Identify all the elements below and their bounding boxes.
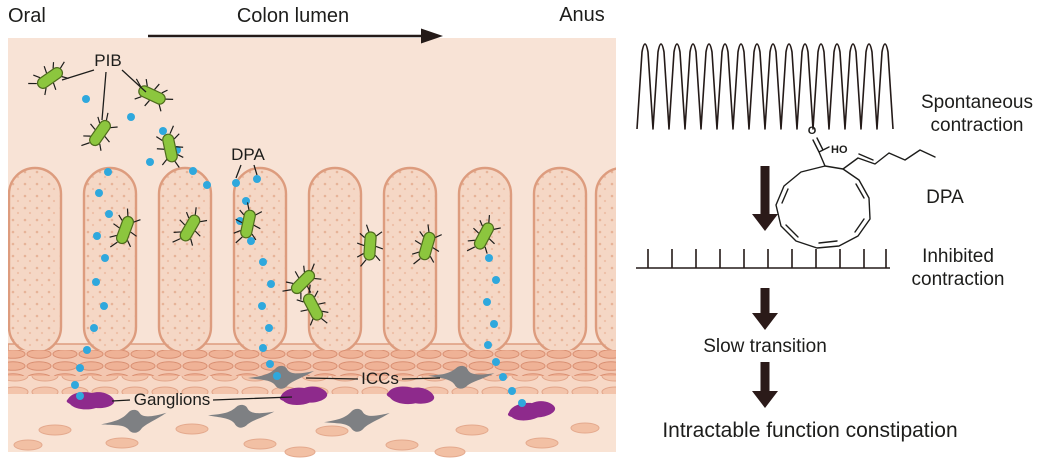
iccs-pointer-lines <box>305 377 441 380</box>
chem-oxygen-label: O <box>808 125 817 137</box>
flow-direction-arrow <box>148 28 443 44</box>
spontaneous-label-line1: Spontaneous <box>921 92 1033 113</box>
villus <box>532 166 588 355</box>
villus <box>457 166 513 355</box>
spontaneous-contraction-trace <box>636 43 894 130</box>
dpa-molecule-structure: O HO <box>775 125 936 249</box>
oral-label: Oral <box>8 5 46 27</box>
anus-label: Anus <box>559 4 605 26</box>
dpa-pointer-lines <box>235 164 258 179</box>
slow-transition-label: Slow transition <box>703 336 827 357</box>
villus <box>157 166 213 355</box>
inhibited-contraction-trace <box>636 249 890 269</box>
inhibited-label-line1: Inhibited <box>922 246 994 267</box>
down-arrow-2 <box>752 288 778 330</box>
contraction-flow-panel: Spontaneous contraction O HO DPA Inhibit… <box>636 43 1033 442</box>
ganglions-pointer-lines <box>111 396 293 402</box>
chem-hydroxyl-label: HO <box>831 144 848 156</box>
spontaneous-label-line2: contraction <box>931 115 1024 136</box>
pib-pointer-lines <box>61 69 147 121</box>
colon-tissue-panel: PIB DPA ICCs Ganglions <box>8 38 616 458</box>
villus <box>307 166 363 355</box>
colon-lumen-label: Colon lumen <box>237 5 349 27</box>
down-arrow-1 <box>752 166 778 231</box>
ganglion-cell <box>66 392 115 410</box>
dpa-flow-label: DPA <box>926 187 964 208</box>
outcome-label: Intractable function constipation <box>662 419 957 442</box>
pib-label: PIB <box>94 51 121 70</box>
villus <box>382 166 438 355</box>
iccs-label: ICCs <box>361 369 399 388</box>
down-arrow-3 <box>752 362 778 408</box>
villus <box>594 166 616 355</box>
villus <box>8 166 63 355</box>
dpa-label: DPA <box>231 145 265 164</box>
ganglions-label: Ganglions <box>134 390 211 409</box>
inhibited-label-line2: contraction <box>912 269 1005 290</box>
muscle-cell-ovals <box>13 422 600 458</box>
